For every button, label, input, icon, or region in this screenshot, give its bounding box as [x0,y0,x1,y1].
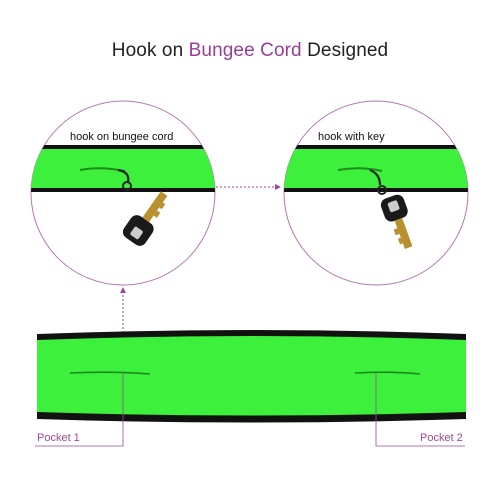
title-suffix: Designed [301,40,389,61]
key-icon [122,191,168,246]
pocket-2-label: Pocket 2 [420,432,463,444]
magnifier-right [283,100,469,286]
zipper-slot-icon [337,167,383,172]
page-title: Hook on Bungee Cord Designed [0,40,500,62]
key-ring-hook-icon [117,168,132,191]
title-prefix: Hook on [111,40,189,61]
key-icon [380,194,413,249]
pocket-1-slot [69,371,151,375]
pocket-1-label: Pocket 1 [37,432,80,444]
belt [37,330,466,423]
title-accent: Bungee Cord [188,40,302,61]
caption-hook-with-key: hook with key [318,131,385,143]
pocket-2-slot [354,371,421,375]
key-ring-hook-icon [369,168,387,195]
pocket-1-leader [35,373,124,447]
caption-hook-on-bungee-cord: hook on bungee cord [70,131,174,143]
pocket-2-leader [375,373,465,447]
magnifier-left [30,100,216,286]
